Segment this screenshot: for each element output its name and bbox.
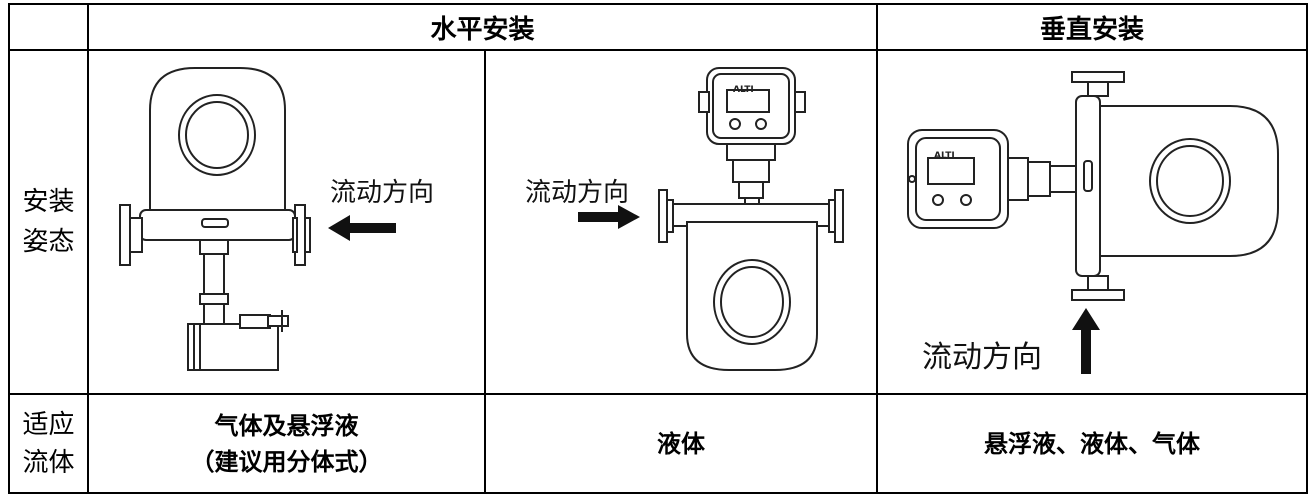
meter-horizontal-tube-down: ALTI	[658, 67, 844, 371]
row-label-posture-text: 安装 姿态	[22, 187, 75, 257]
fluid-horizontal-down-text: 液体	[657, 428, 705, 458]
fluid-horizontal-down: 液体	[485, 394, 877, 493]
flow-direction-label-3: 流动方向	[922, 340, 1042, 375]
header-horizontal-label: 水平安装	[430, 14, 535, 45]
header-vertical-label: 垂直安装	[1039, 14, 1144, 45]
arrow-left-icon	[328, 215, 396, 241]
header-horizontal-install: 水平安装	[88, 4, 877, 50]
arrow-up-icon	[1072, 308, 1100, 374]
meter-vertical: ALTI	[907, 71, 1279, 301]
meter-horizontal-tube-up	[119, 67, 311, 371]
fluid-horizontal-up-text: 气体及悬浮液 （建议用分体式）	[190, 410, 383, 476]
brand-logo-text-1: ALTI	[733, 85, 754, 95]
row-label-fluid-text: 适应 流体	[22, 409, 75, 478]
fluid-vertical-text: 悬浮液、液体、气体	[984, 428, 1200, 458]
brand-logo-text-2: ALTI	[934, 151, 955, 161]
row-label-fluid: 适应 流体	[9, 394, 88, 493]
flow-direction-label-1: 流动方向	[330, 178, 435, 208]
fluid-vertical: 悬浮液、液体、气体	[877, 394, 1307, 493]
flow-direction-label-2: 流动方向	[525, 178, 630, 208]
arrow-right-icon	[578, 205, 640, 229]
row-label-posture: 安装 姿态	[9, 50, 88, 394]
header-vertical-install: 垂直安装	[877, 4, 1307, 50]
fluid-horizontal-up: 气体及悬浮液 （建议用分体式）	[88, 394, 485, 493]
